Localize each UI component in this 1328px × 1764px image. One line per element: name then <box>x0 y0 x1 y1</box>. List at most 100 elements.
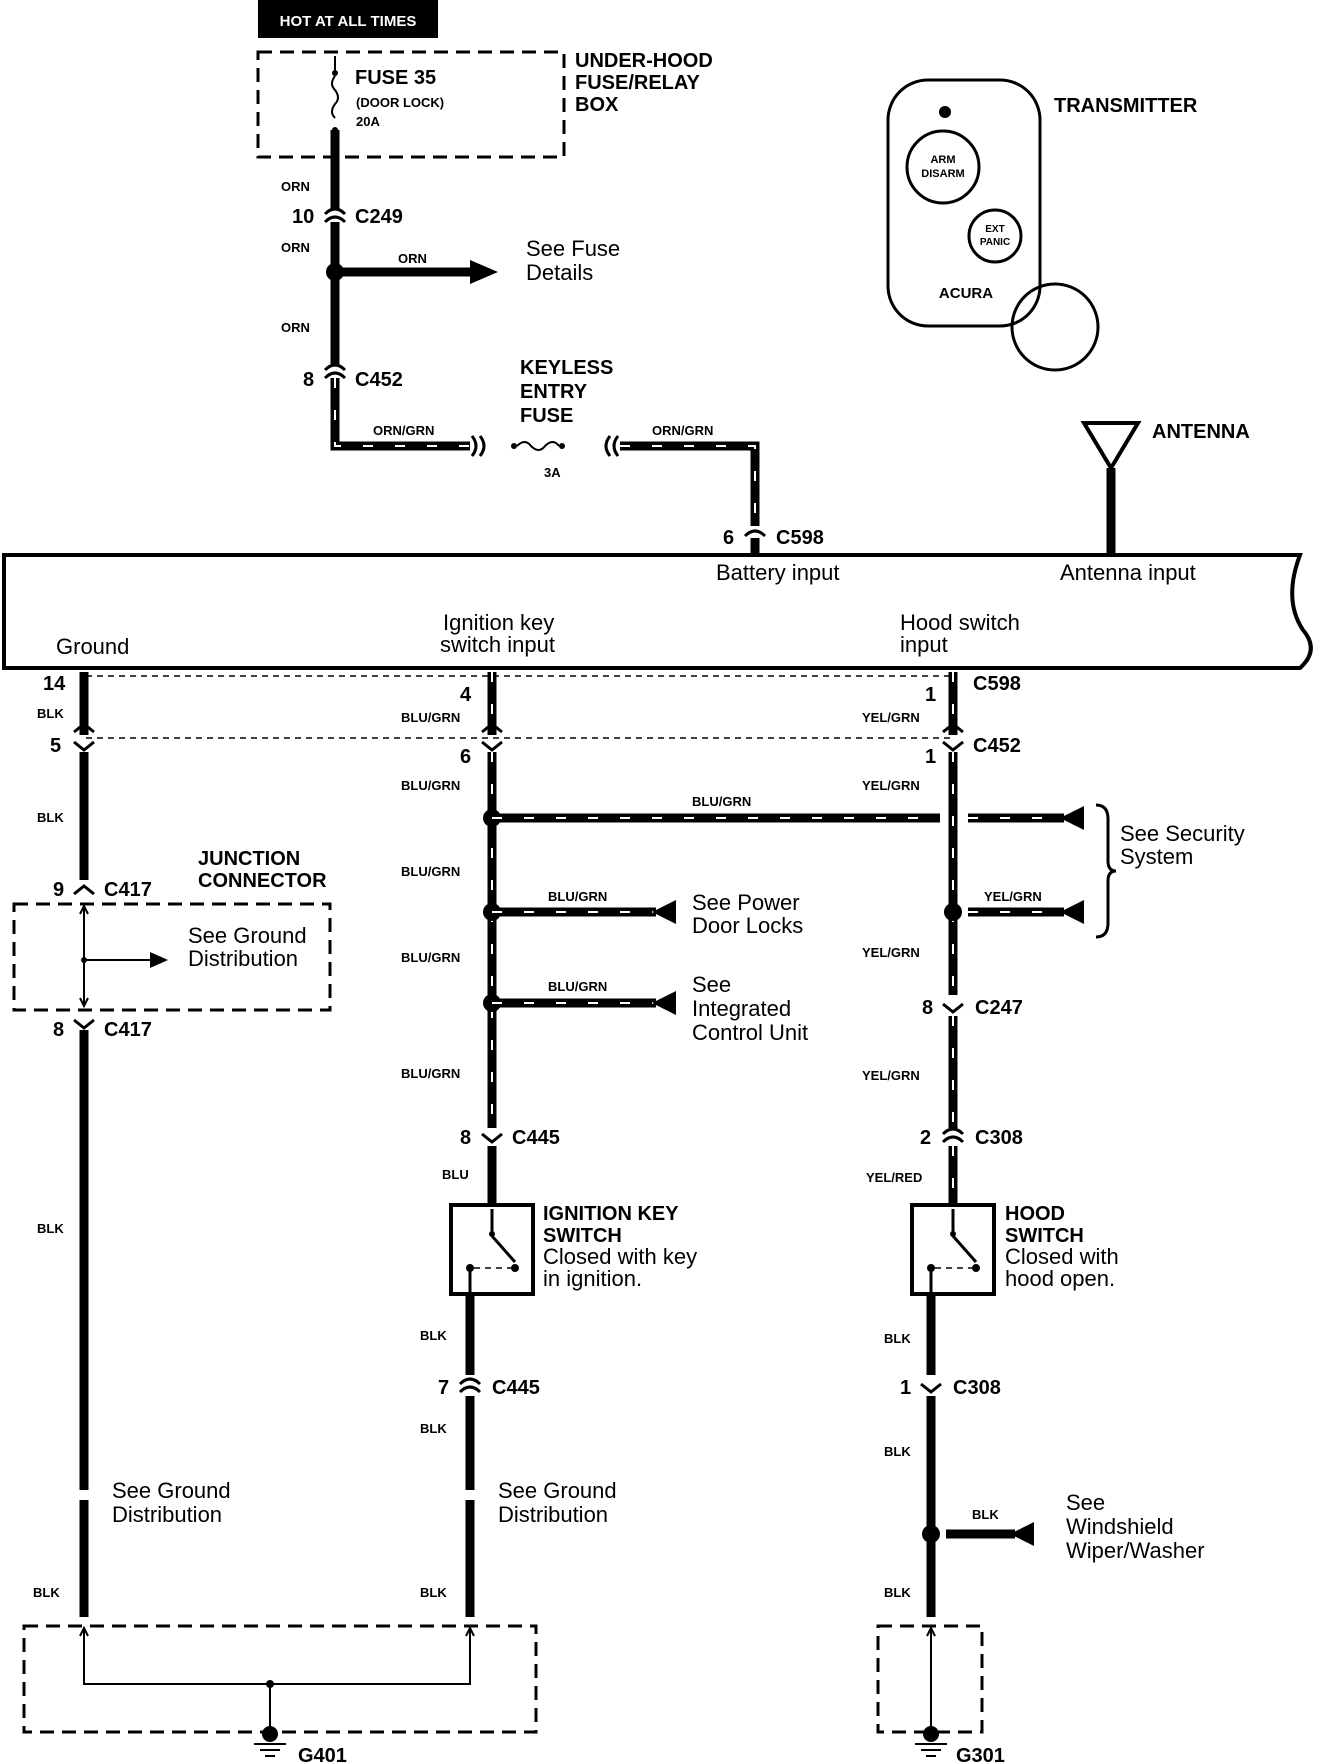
arrow-icon <box>652 900 676 924</box>
hood-input-label-1: Hood switch <box>900 610 1020 635</box>
security-ref-1: See Security <box>1120 821 1245 846</box>
c308-bot-pin: 1 <box>900 1377 911 1399</box>
junction-connector-box <box>12 902 332 1012</box>
arm-disarm-button <box>905 129 981 205</box>
keyless-fuse-symbol-icon <box>516 441 560 451</box>
wiper-ref-3: Wiper/Washer <box>1066 1538 1205 1563</box>
wire-label: BLU/GRN <box>548 889 607 904</box>
c247-label: C247 <box>975 997 1023 1019</box>
hood-switch-1: HOOD <box>1005 1203 1065 1225</box>
g401-label: G401 <box>298 1745 347 1764</box>
junction-label-2: CONNECTOR <box>198 870 327 892</box>
wire-label: BLU/GRN <box>401 778 460 793</box>
arrow-icon <box>150 952 168 968</box>
wire-label: BLU/GRN <box>548 979 607 994</box>
ignition-key-switch <box>449 1203 535 1296</box>
arrow-icon <box>470 260 498 284</box>
wire-label: BLU/GRN <box>692 794 751 809</box>
c452-pin-ignition: 6 <box>460 746 471 768</box>
fuse-box-outline <box>256 50 566 159</box>
control-unit-box <box>2 553 1313 670</box>
icu-ref-3: Control Unit <box>692 1020 808 1045</box>
ignition-switch-1: IGNITION KEY <box>543 1203 679 1225</box>
c598-bottom-label: C598 <box>973 673 1021 695</box>
antenna-label: ANTENNA <box>1152 421 1250 443</box>
wire-label: YEL/GRN <box>984 889 1042 904</box>
wire-label: ORN <box>281 320 310 335</box>
wire-label: ORN <box>281 179 310 194</box>
c598-pin-ignition: 4 <box>460 684 472 706</box>
wire-label: BLK <box>972 1507 999 1522</box>
g301-ground-box <box>876 1624 984 1734</box>
c417-bot-label: C417 <box>104 1019 152 1041</box>
c452-top-pin: 8 <box>303 369 314 391</box>
c445-bot-label: C445 <box>492 1377 540 1399</box>
keyless-fuse-2: ENTRY <box>520 381 588 403</box>
c417-bot-pin: 8 <box>53 1019 64 1041</box>
hood-switch-4: hood open. <box>1005 1266 1115 1291</box>
fuse-symbol-icon <box>331 75 339 119</box>
arrow-icon <box>652 991 676 1015</box>
wire-label: BLU/GRN <box>401 864 460 879</box>
wire-label: BLK <box>420 1421 447 1436</box>
fuse-box-label-1: UNDER-HOOD <box>575 50 713 72</box>
transmitter-body <box>886 78 1042 328</box>
c308-top-pin: 2 <box>920 1127 931 1149</box>
antenna-input-label: Antenna input <box>1060 560 1196 585</box>
g401-ground-box <box>22 1624 538 1734</box>
panic-label: PANIC <box>980 237 1010 248</box>
acura-brand: ACURA <box>939 285 993 302</box>
wire-label: BLK <box>884 1331 911 1346</box>
hood-switch-2: SWITCH <box>1005 1225 1084 1247</box>
c445-top-label: C445 <box>512 1127 560 1149</box>
wire-label: YEL/GRN <box>862 710 920 725</box>
c308-top-label: C308 <box>975 1127 1023 1149</box>
ext-label: EXT <box>985 224 1004 235</box>
fuse-details-ref-1: See Fuse <box>526 236 620 261</box>
wire-label: ORN <box>281 240 310 255</box>
wiper-ref-2: Windshield <box>1066 1514 1174 1539</box>
keyless-fuse-3: FUSE <box>520 405 573 427</box>
security-bracket <box>1095 803 1117 939</box>
fuse-box-label-3: BOX <box>575 94 619 116</box>
wire-label: BLK <box>37 810 64 825</box>
ground-dist-ref-junction-2: Distribution <box>188 946 298 971</box>
wire-label: BLK <box>884 1585 911 1600</box>
antenna-icon <box>1080 421 1142 472</box>
ignition-input-label-2: switch input <box>440 632 555 657</box>
arm-label: ARM <box>930 154 955 166</box>
hood-switch-3: Closed with <box>1005 1244 1119 1269</box>
ground-dist-ref-mid-1: See Ground <box>498 1478 617 1503</box>
hot-label-box <box>258 0 438 38</box>
ignition-input-label-1: Ignition key <box>443 610 554 635</box>
c598-bat-pin: 6 <box>723 527 734 549</box>
security-ref-2: System <box>1120 844 1193 869</box>
junction-label-1: JUNCTION <box>198 848 300 870</box>
c445-bot-pin: 7 <box>438 1377 449 1399</box>
wire-label: YEL/GRN <box>862 1068 920 1083</box>
power-locks-ref-2: Door Locks <box>692 913 803 938</box>
orn-grn-wire-right <box>620 441 760 526</box>
keyless-fuse-1: KEYLESS <box>520 357 613 379</box>
switch-contact-icon <box>490 1235 517 1263</box>
panic-button <box>967 208 1023 264</box>
fuse-35-rating: 20A <box>356 114 380 129</box>
c598-top-label: C598 <box>776 527 824 549</box>
transmitter-label: TRANSMITTER <box>1054 95 1198 117</box>
fuse-box-label-2: FUSE/RELAY <box>575 72 701 94</box>
wire-label: BLK <box>420 1585 447 1600</box>
c247-pin: 8 <box>922 997 933 1019</box>
wire-label: BLK <box>37 1221 64 1236</box>
g301-label: G301 <box>956 1745 1005 1764</box>
ground-dist-ref-left-1: See Ground <box>112 1478 231 1503</box>
c249-pin: 10 <box>292 206 314 228</box>
hood-input-label-2: input <box>900 632 948 657</box>
ground-label: Ground <box>56 634 129 659</box>
ignition-switch-4: in ignition. <box>543 1266 642 1291</box>
wire-label: BLK <box>37 706 64 721</box>
arrow-icon <box>1010 1522 1034 1546</box>
wire-label: BLK <box>33 1585 60 1600</box>
icu-ref-2: Integrated <box>692 996 791 1021</box>
ground-dist-ref-mid-2: Distribution <box>498 1502 608 1527</box>
wire-label: YEL/GRN <box>862 778 920 793</box>
